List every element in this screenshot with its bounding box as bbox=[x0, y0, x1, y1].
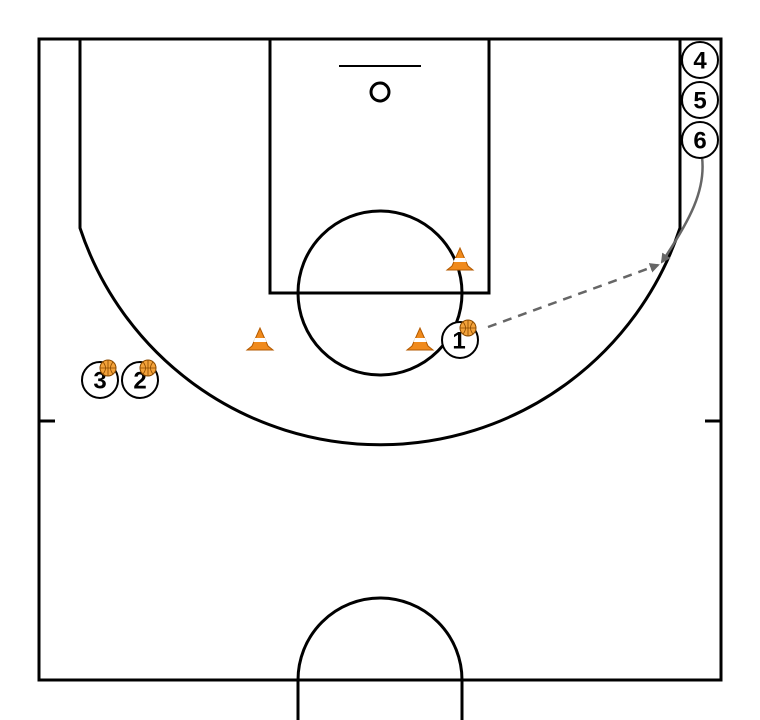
player-5: 5 bbox=[681, 81, 719, 119]
player-3: 3 bbox=[81, 359, 119, 399]
cones bbox=[245, 246, 475, 351]
player-1: 1 bbox=[441, 319, 479, 359]
pass-line-1-to-6 bbox=[487, 263, 660, 329]
player-4: 4 bbox=[681, 41, 719, 79]
rim bbox=[369, 81, 391, 103]
basketball-icon bbox=[99, 359, 117, 377]
actions bbox=[487, 156, 704, 329]
players: 1 3 2 4 bbox=[81, 41, 719, 399]
three-point-line bbox=[78, 39, 682, 447]
player-label: 6 bbox=[693, 128, 706, 155]
cone-icon bbox=[245, 326, 275, 351]
player-6: 6 bbox=[681, 121, 719, 159]
center-circle bbox=[296, 596, 464, 720]
cone-icon bbox=[445, 246, 475, 271]
player-label: 4 bbox=[693, 48, 707, 75]
court-lines bbox=[37, 37, 723, 720]
player-2: 2 bbox=[121, 359, 159, 399]
cut-arrow-6 bbox=[660, 156, 704, 264]
player-label: 5 bbox=[693, 88, 706, 115]
free-throw-lane bbox=[268, 37, 491, 295]
basketball-icon bbox=[459, 319, 477, 337]
free-throw-circle bbox=[296, 209, 464, 377]
court-boundary bbox=[37, 37, 723, 682]
cone-icon bbox=[405, 326, 435, 351]
basketball-icon bbox=[139, 359, 157, 377]
